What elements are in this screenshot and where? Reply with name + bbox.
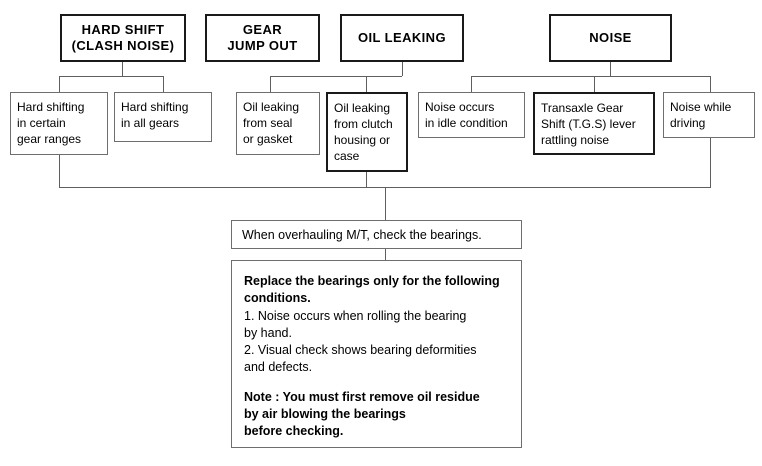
connector-noise-drop-2 bbox=[594, 76, 595, 92]
detail-label-oil-leaking-clutch: Oil leaking from clutch housing or case bbox=[334, 101, 393, 163]
connector-oil-leaking-drop-2 bbox=[366, 76, 367, 92]
connector-oil-leaking-bus bbox=[270, 76, 402, 77]
detail-box-hard-shifting-certain[interactable]: Hard shifting in certain gear ranges bbox=[10, 92, 108, 155]
instruction-heading: Replace the bearings only for the follow… bbox=[244, 274, 500, 305]
instruction-panel[interactable]: Replace the bearings only for the follow… bbox=[231, 260, 522, 448]
detail-box-tgs-lever-rattling[interactable]: Transaxle Gear Shift (T.G.S) lever rattl… bbox=[533, 92, 655, 155]
detail-label-hard-shifting-all: Hard shifting in all gears bbox=[121, 100, 189, 130]
symptom-box-oil-leaking[interactable]: OIL LEAKING bbox=[340, 14, 464, 62]
detail-label-noise-idle: Noise occurs in idle condition bbox=[425, 100, 508, 130]
symptom-label-oil-leaking: OIL LEAKING bbox=[358, 30, 446, 45]
symptom-box-gear-jump-out[interactable]: GEAR JUMP OUT bbox=[205, 14, 320, 62]
summary-label-overhaul-check: When overhauling M/T, check the bearings… bbox=[242, 227, 482, 242]
connector-hard-shift-drop-2 bbox=[163, 76, 164, 92]
connector-oil-leaking-drop-1 bbox=[270, 76, 271, 92]
symptom-label-gear-jump-out: GEAR JUMP OUT bbox=[227, 22, 298, 53]
detail-box-oil-leaking-clutch[interactable]: Oil leaking from clutch housing or case bbox=[326, 92, 408, 172]
symptom-label-hard-shift: HARD SHIFT (CLASH NOISE) bbox=[71, 22, 175, 53]
detail-box-oil-leaking-seal[interactable]: Oil leaking from seal or gasket bbox=[236, 92, 320, 155]
connector-noise-bus bbox=[471, 76, 711, 77]
connector-noise-drop-3 bbox=[710, 76, 711, 92]
instruction-item-2: 2. Visual check shows bearing deformitie… bbox=[244, 343, 477, 374]
connector-summary-to-instructions bbox=[385, 249, 386, 260]
connector-noise-stem bbox=[610, 62, 611, 76]
symptom-box-hard-shift[interactable]: HARD SHIFT (CLASH NOISE) bbox=[60, 14, 186, 62]
connector-hard-shift-stem bbox=[122, 62, 123, 76]
detail-label-tgs-lever-rattling: Transaxle Gear Shift (T.G.S) lever rattl… bbox=[541, 101, 636, 147]
instruction-note: Note : You must first remove oil residue… bbox=[244, 390, 480, 438]
instruction-item-1: 1. Noise occurs when rolling the bearing… bbox=[244, 309, 467, 340]
detail-label-hard-shifting-certain: Hard shifting in certain gear ranges bbox=[17, 100, 85, 146]
connector-bus-to-summary bbox=[385, 187, 386, 220]
connector-hard-shift-drop-1 bbox=[59, 76, 60, 92]
detail-box-noise-driving[interactable]: Noise while driving bbox=[663, 92, 755, 138]
symptom-box-noise[interactable]: NOISE bbox=[549, 14, 672, 62]
connector-oil-leaking-stem bbox=[402, 62, 403, 76]
connector-hard-shift-bus bbox=[59, 76, 164, 77]
summary-box-overhaul-check[interactable]: When overhauling M/T, check the bearings… bbox=[231, 220, 522, 249]
detail-label-noise-driving: Noise while driving bbox=[670, 100, 732, 130]
collector-riser-noise-driving bbox=[710, 138, 711, 187]
connector-noise-drop-1 bbox=[471, 76, 472, 92]
detail-box-hard-shifting-all[interactable]: Hard shifting in all gears bbox=[114, 92, 212, 142]
collector-riser-hard-shifting-certain bbox=[59, 155, 60, 187]
symptom-label-noise: NOISE bbox=[589, 30, 632, 45]
detail-label-oil-leaking-seal: Oil leaking from seal or gasket bbox=[243, 100, 300, 146]
detail-box-noise-idle[interactable]: Noise occurs in idle condition bbox=[418, 92, 525, 138]
collector-riser-oil-leaking-clutch bbox=[366, 172, 367, 187]
